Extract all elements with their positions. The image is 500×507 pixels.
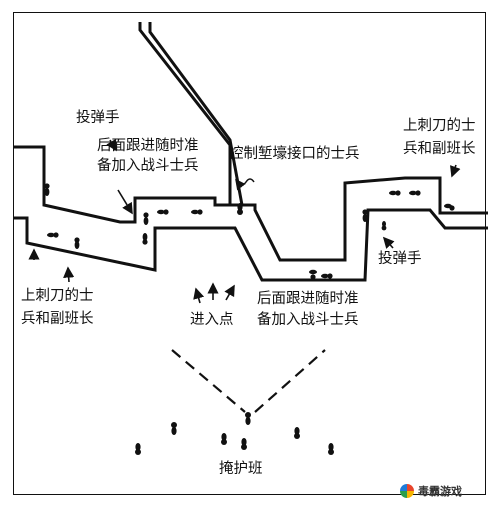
label-follow-bottom-line2: 备加入战斗士兵	[257, 312, 359, 328]
arrow-icon	[193, 287, 205, 304]
label-cover-squad: 掩护班	[219, 461, 263, 477]
label-bayonet-right-line2: 兵和副班长	[403, 141, 476, 157]
cover-line-right	[254, 349, 326, 413]
soldier-icon	[157, 209, 169, 215]
soldier-icon	[237, 203, 243, 215]
soldier-icon	[135, 443, 141, 455]
trench-inner-wall	[14, 208, 488, 282]
soldier-icon	[309, 269, 317, 280]
soldier-icon	[444, 203, 455, 211]
watermark-logo-icon	[400, 484, 414, 498]
soldier-icon	[47, 232, 59, 238]
trench-outer-wall-right	[230, 176, 488, 262]
label-entry-point: 进入点	[190, 312, 234, 328]
squiggle-arrow-icon	[235, 178, 255, 191]
soldier-icon	[362, 209, 368, 222]
arrow-icon	[224, 284, 235, 301]
soldier-icon	[245, 412, 251, 425]
label-grenadier-top: 投弹手	[76, 110, 120, 126]
soldier-icon	[221, 433, 227, 445]
soldier-icon	[74, 237, 80, 249]
soldier-icon	[171, 422, 177, 435]
soldier-icon	[191, 209, 203, 215]
cover-line-left	[171, 349, 246, 413]
soldier-icon	[381, 221, 387, 231]
label-control-trench: 控制堑壕接口的士兵	[229, 146, 360, 162]
arrow-icon	[63, 266, 75, 283]
label-follow-bottom-line1: 后面跟进随时准	[257, 291, 359, 307]
label-follow-line1: 后面跟进随时准	[97, 138, 199, 154]
trench-outer-wall	[14, 22, 232, 224]
soldier-icon	[241, 438, 247, 450]
label-follow-line2: 备加入战斗士兵	[97, 158, 199, 174]
arrow-icon	[106, 138, 117, 152]
watermark-text: 毒霸游戏	[418, 485, 462, 498]
soldier-icon	[328, 443, 334, 455]
trench-communication-wall	[148, 22, 244, 206]
soldier-icon	[294, 427, 300, 439]
label-bayonet-right-line1: 上刺刀的士	[403, 118, 476, 134]
soldier-icon	[44, 183, 50, 196]
arrow-icon	[117, 189, 133, 215]
arrow-icon	[382, 236, 395, 249]
label-bayonet-left-line1: 上刺刀的士	[21, 288, 94, 304]
soldier-icon	[321, 273, 333, 279]
label-grenadier-right: 投弹手	[378, 251, 422, 267]
soldier-icon	[409, 190, 421, 196]
soldier-icon	[143, 212, 149, 225]
label-bayonet-left-line2: 兵和副班长	[21, 311, 94, 327]
soldier-icon	[142, 233, 148, 245]
soldier-icon	[389, 190, 401, 196]
watermark: 毒霸游戏	[400, 481, 492, 501]
arrow-icon	[450, 164, 461, 178]
diagram-frame	[13, 12, 486, 495]
